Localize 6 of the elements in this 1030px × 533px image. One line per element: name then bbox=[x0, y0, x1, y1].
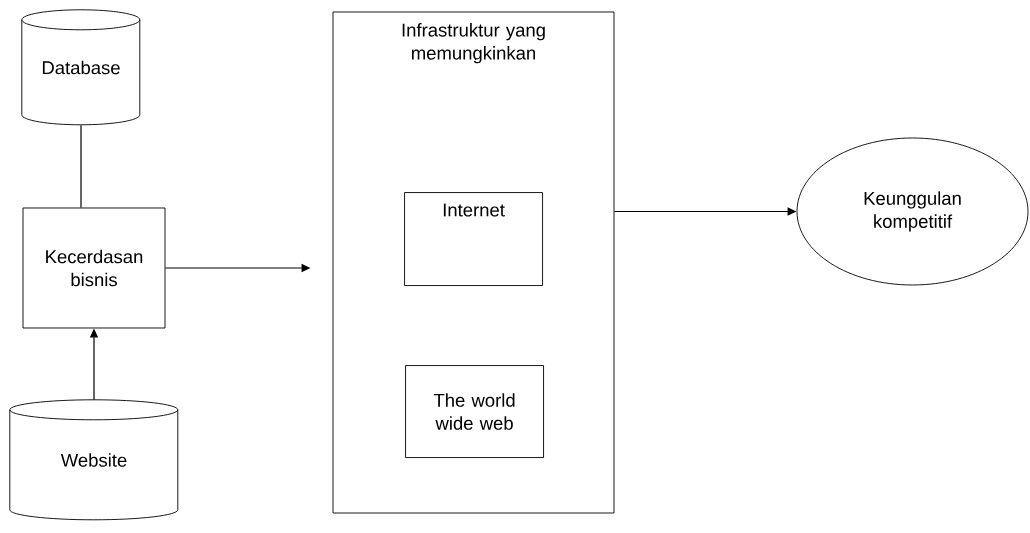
process-box: The world wide web bbox=[405, 365, 544, 458]
database-cylinder: Website bbox=[9, 399, 179, 521]
process-box: Internet bbox=[404, 192, 543, 286]
connector-line bbox=[80, 124, 82, 209]
process-box: Kecerdasan bisnis bbox=[22, 207, 166, 329]
database-cylinder: Database bbox=[21, 9, 141, 126]
